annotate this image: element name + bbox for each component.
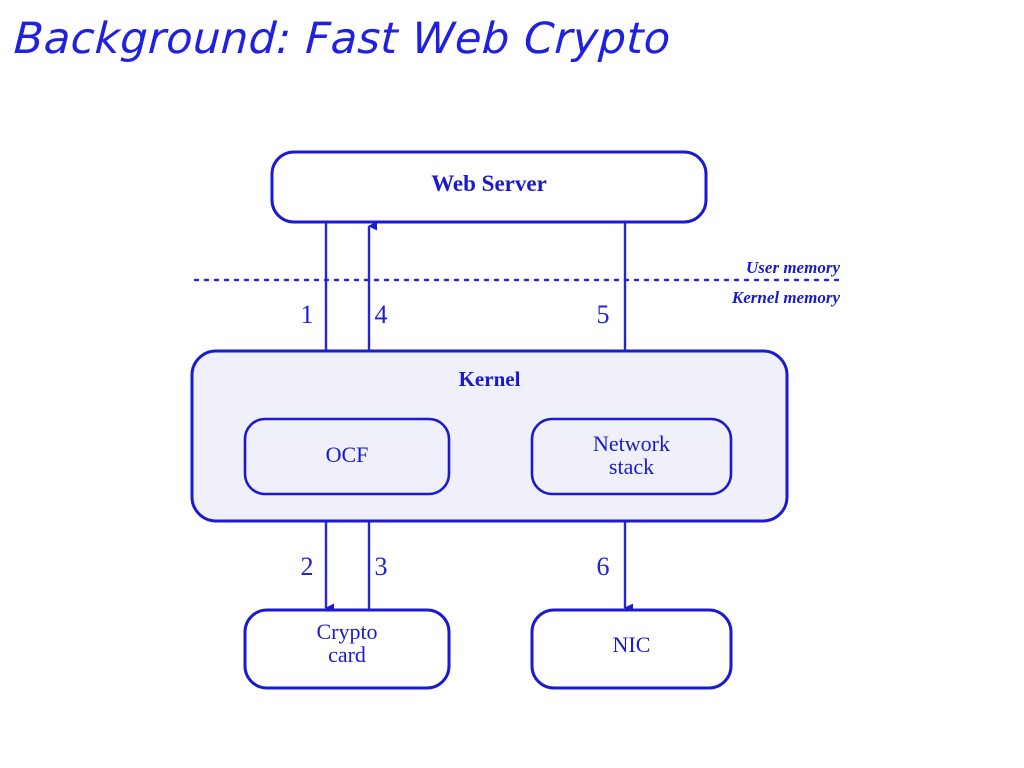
web-server-box (270, 150, 708, 224)
crypto-card-box (243, 608, 451, 690)
nic-box (530, 608, 733, 690)
ocf-box (243, 417, 451, 496)
network-stack-box (530, 417, 733, 496)
